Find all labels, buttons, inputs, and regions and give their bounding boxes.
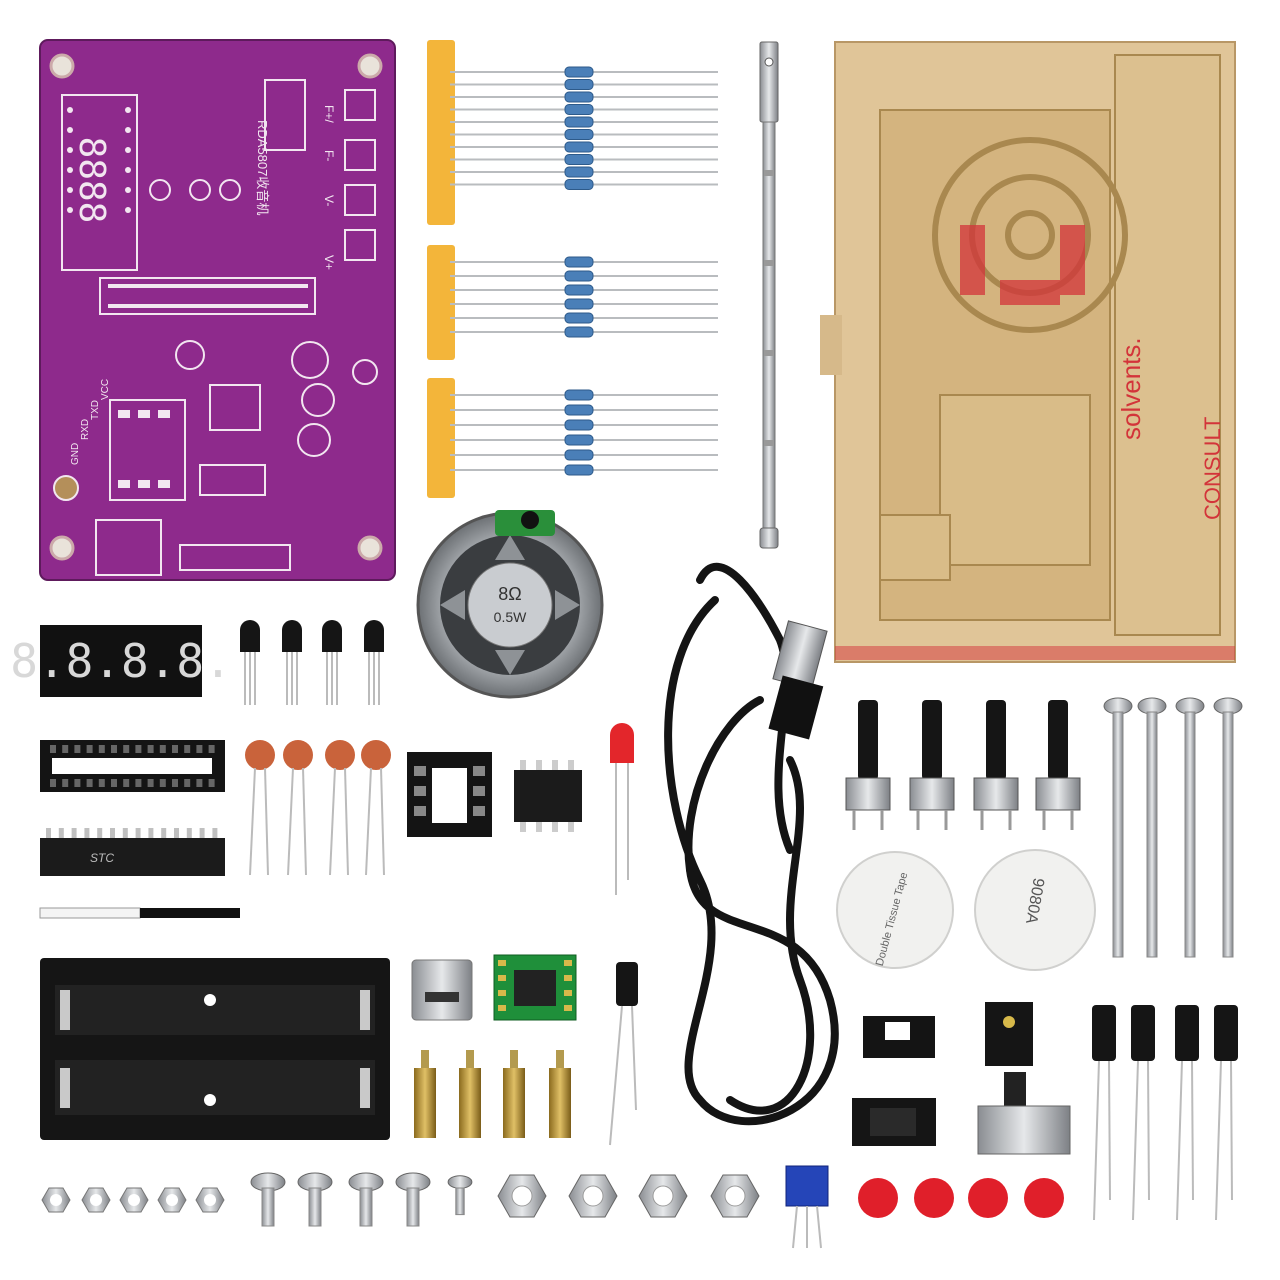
ic-socket-8pin — [407, 752, 492, 837]
slide-switch — [977, 1072, 1071, 1155]
resistor — [564, 141, 594, 153]
pcb-pin-vcc: VCC — [100, 379, 111, 400]
trim-potentiometer — [785, 1165, 829, 1249]
usb-port — [411, 959, 473, 1021]
double-sided-tape: 9080A Double Tissue Tape — [836, 849, 1096, 971]
resistor — [564, 104, 594, 115]
transistor — [322, 620, 342, 652]
resistor — [564, 270, 594, 282]
short-screws — [250, 1172, 473, 1227]
usb-plug — [768, 620, 828, 740]
brass-standoff — [414, 1068, 436, 1138]
electrolytic-capacitor-small — [609, 962, 638, 1146]
pcb-btn-fminus: F- — [322, 150, 336, 161]
tact-button — [1048, 700, 1068, 780]
resistor-set — [427, 40, 718, 498]
pcb-btn-vminus: V- — [322, 195, 336, 206]
amp-chip — [514, 760, 582, 832]
brass-standoff — [503, 1068, 525, 1138]
tact-button — [858, 700, 878, 780]
speaker: 8Ω 0.5W — [416, 510, 604, 699]
resistor — [564, 404, 594, 416]
transistors — [240, 620, 384, 705]
electrolytic-capacitor — [1131, 1005, 1155, 1061]
speaker-ohm-label: 8Ω — [498, 584, 521, 604]
acrylic-case: solvents. CONSULT — [820, 41, 1236, 663]
tact-button — [986, 700, 1006, 780]
power-module — [863, 1016, 935, 1058]
red-button-caps — [858, 1178, 1064, 1218]
resistor — [564, 166, 594, 178]
resistor — [564, 389, 594, 401]
resistor — [564, 154, 594, 165]
mcu-label: STC — [90, 851, 114, 865]
resistor — [564, 312, 594, 324]
small-nuts — [41, 1187, 225, 1213]
resistor — [564, 326, 594, 338]
resistor — [564, 434, 594, 446]
brass-standoff — [549, 1068, 571, 1138]
audio-jack — [985, 1002, 1033, 1066]
pcb-pin-txd: TXD — [90, 400, 101, 420]
ic-socket-28pin — [40, 740, 225, 792]
resistor — [564, 179, 594, 190]
electrolytic-capacitor — [1214, 1005, 1238, 1061]
mounting-holes — [49, 53, 383, 561]
tape-strip-2 — [427, 245, 455, 360]
pcb-chip-label: RDA5807收音机 — [255, 120, 270, 215]
electrolytic-capacitor — [1092, 1005, 1116, 1061]
ceramic-capacitor — [325, 740, 355, 770]
red-led — [610, 723, 634, 895]
tape-strip-1 — [427, 40, 455, 225]
pcb-pin-rxd: RXD — [80, 419, 91, 440]
led-display-digits: 8.8.8.8. — [10, 634, 232, 688]
ceramic-capacitor — [245, 740, 275, 770]
resistor — [564, 256, 594, 268]
antenna — [759, 41, 779, 549]
tact-switches — [845, 700, 1081, 830]
resistor — [564, 66, 594, 78]
electrolytic-capacitor — [1175, 1005, 1199, 1061]
pcb-btn-vplus: V+ — [322, 255, 336, 270]
heat-shrink-tubes — [39, 907, 240, 919]
resistor — [564, 419, 594, 431]
resistor — [564, 284, 594, 296]
pcb-btn-fplus: F+/ — [322, 105, 336, 123]
transistor — [240, 620, 260, 652]
ceramic-capacitor — [361, 740, 391, 770]
radio-module — [493, 954, 577, 1021]
resistor — [564, 79, 594, 90]
tape-strip-3 — [427, 378, 455, 498]
led-display: 8.8.8.8. — [10, 625, 232, 697]
battery-holder — [40, 958, 390, 1140]
pcb-pin-gnd: GND — [70, 443, 81, 465]
pcb-board: 8888 RDA5807收音机 V+ V- F- F+/ GN — [39, 39, 396, 581]
brass-standoff — [459, 1068, 481, 1138]
ceramic-capacitors — [245, 740, 391, 876]
ceramic-capacitor — [283, 740, 313, 770]
svg-text:8888: 8888 — [71, 137, 112, 224]
long-screws — [1103, 697, 1243, 958]
mcu-chip: STC — [40, 828, 225, 876]
resistor — [564, 116, 594, 128]
hex-nuts — [497, 1174, 760, 1218]
film-text-consult: CONSULT — [1200, 417, 1225, 521]
brass-standoffs — [414, 1050, 571, 1138]
speaker-watt-label: 0.5W — [494, 609, 527, 625]
resistor — [564, 449, 594, 461]
resistor — [564, 464, 594, 476]
chip-module — [852, 1098, 936, 1146]
film-text-solvents: solvents. — [1116, 337, 1146, 440]
tact-button — [922, 700, 942, 780]
resistor — [564, 298, 594, 310]
resistor — [564, 91, 594, 103]
transistor — [364, 620, 384, 652]
transistor — [282, 620, 302, 652]
resistor — [564, 129, 594, 140]
short-screw — [447, 1175, 473, 1189]
electrolytic-capacitors — [1092, 1005, 1238, 1221]
